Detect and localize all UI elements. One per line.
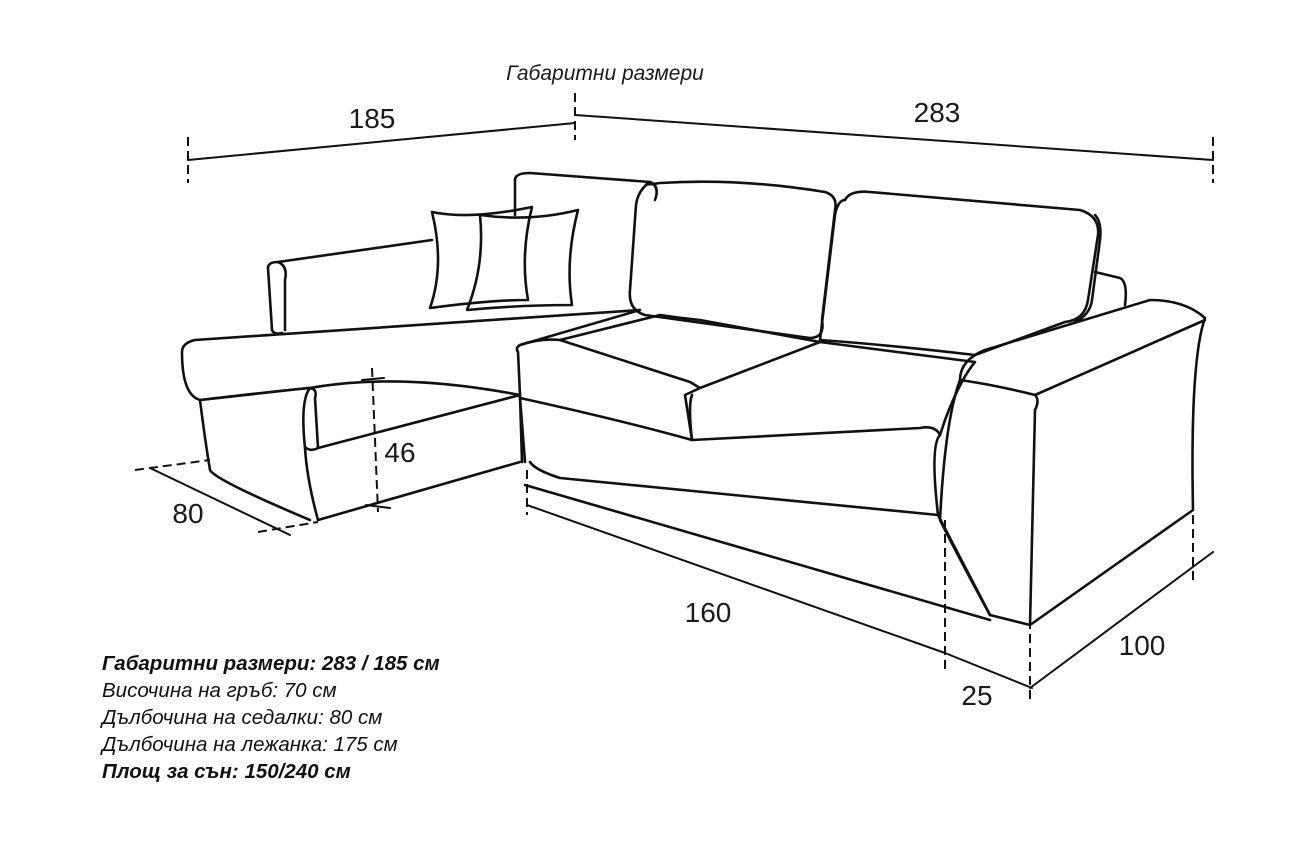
dimension-main-depth: 100 — [1119, 630, 1166, 661]
seat-length-dimension — [526, 470, 946, 670]
dimension-seat-length: 160 — [685, 597, 732, 628]
spec-chaise-depth: Дълбочина на лежанка: 175 см — [102, 733, 398, 756]
spec-overall-dimensions: Габаритни размери: 283 / 185 см — [102, 652, 440, 675]
diagram-title: Габаритни размери — [506, 62, 704, 85]
dimension-width-right: 283 — [914, 97, 961, 128]
dimension-seat-height: 46 — [384, 437, 415, 468]
spec-list: Габаритни размери: 283 / 185 см Височина… — [102, 650, 440, 785]
sofa-outline — [180, 171, 1207, 627]
arm-width-dimension — [944, 620, 1033, 700]
spec-sleeping-area: Площ за сън: 150/240 см — [102, 760, 351, 783]
chaise-depth-dimension — [134, 459, 319, 536]
main-depth-dimension — [1029, 515, 1214, 689]
spec-back-height: Височина на гръб: 70 см — [102, 679, 337, 702]
dimension-arm-width: 25 — [961, 680, 992, 711]
seat-height-dimension — [361, 367, 391, 513]
spec-seat-depth: Дълбочина на седалки: 80 см — [102, 706, 383, 729]
dimension-width-left: 185 — [349, 103, 396, 134]
top-dimension-lines — [187, 93, 1214, 183]
dimension-chaise-depth: 80 — [172, 498, 203, 529]
